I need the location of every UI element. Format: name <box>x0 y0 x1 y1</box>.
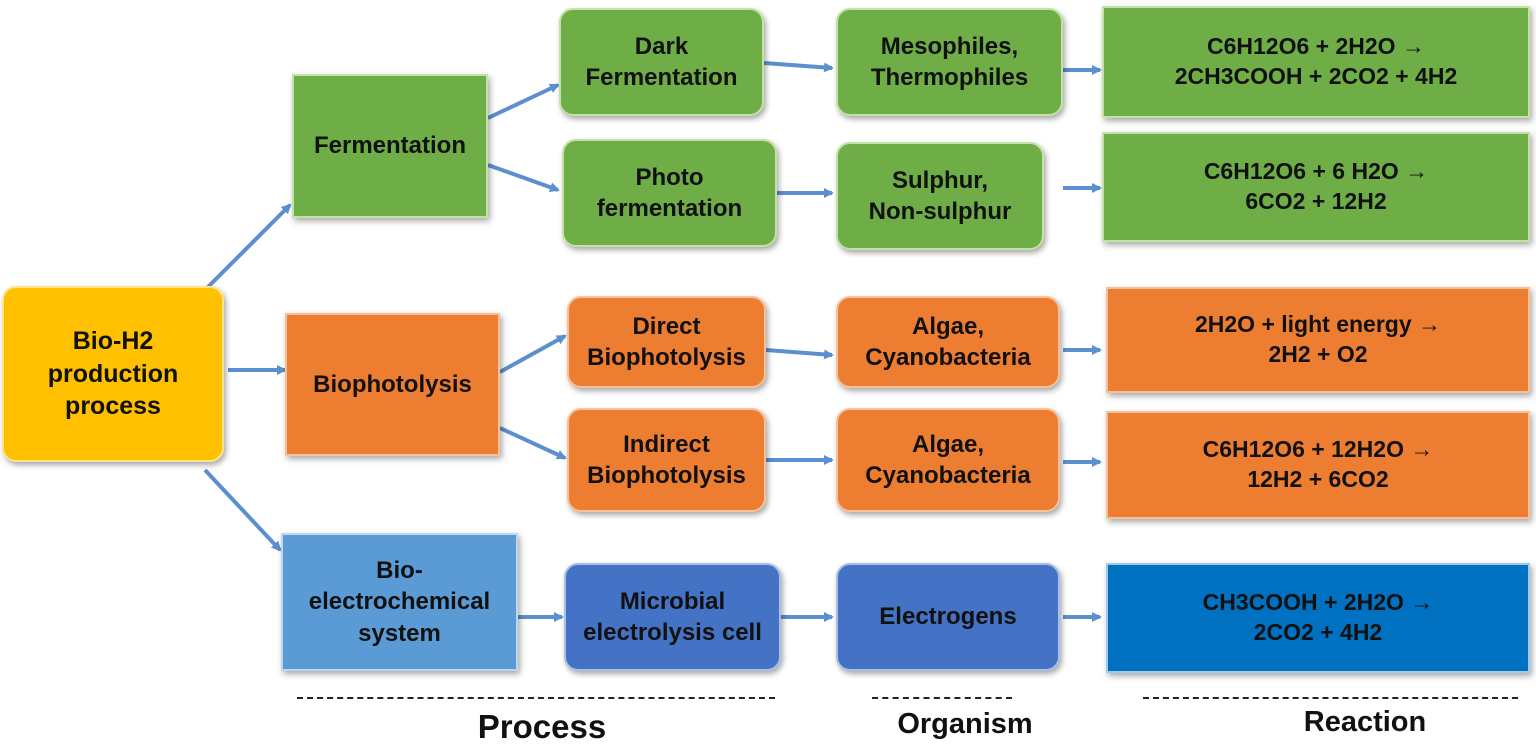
subprocess-dark-line1: Dark <box>634 32 689 60</box>
subprocess-mec-line1: Microbial <box>619 587 726 615</box>
reaction-dark-line2: 2CH3COOH + 2CO2 + 4H2 <box>1174 63 1458 89</box>
subprocess-indirect: Indirect Biophotolysis <box>567 408 766 512</box>
process-fermentation-label: Fermentation <box>313 132 466 160</box>
subprocess-photo-line2: fermentation <box>596 195 743 222</box>
process-bes-line1: Bio- <box>376 557 423 585</box>
reaction-photo: C6H12O6 + 6 H2O → 6CO2 + 12H2 <box>1102 132 1530 242</box>
organism-mec: Electrogens <box>836 563 1060 671</box>
organism-indirect-line1: Algae, <box>911 430 985 458</box>
process-biophotolysis: Biophotolysis <box>285 313 500 456</box>
root-line1: Bio-H2 <box>72 327 154 356</box>
arrow-root-bes <box>203 468 282 552</box>
organism-photo-line2: Non-sulphur <box>868 198 1012 225</box>
organism-photo: Sulphur, Non-sulphur <box>836 142 1044 250</box>
reaction-divider <box>1143 697 1518 699</box>
arrow-biophotolysis-indirect <box>499 426 567 460</box>
organism-divider <box>872 697 1012 699</box>
subprocess-direct-line2: Biophotolysis <box>587 344 746 371</box>
organism-indirect-line2: Cyanobacteria <box>865 462 1031 489</box>
root-node: Bio-H2 production process <box>2 286 224 462</box>
process-fermentation: Fermentation <box>292 74 488 218</box>
organism-dark-line2: Thermophiles <box>870 64 1029 91</box>
reaction-direct-line1: 2H2O + light energy → <box>1194 311 1442 338</box>
subprocess-direct-line1: Direct <box>632 312 701 340</box>
arrow-fermentation-dark <box>487 83 560 120</box>
footer-reaction-label: Reaction <box>1303 706 1427 738</box>
process-biophotolysis-label: Biophotolysis <box>313 370 472 398</box>
subprocess-mec-line2: electrolysis cell <box>583 619 762 646</box>
reaction-mec-line1: CH3COOH + 2H2O → <box>1202 589 1434 616</box>
process-bes: Bio- electrochemical system <box>281 533 518 671</box>
footer-organism-label: Organism <box>897 708 1033 740</box>
organism-indirect: Algae, Cyanobacteria <box>836 408 1060 512</box>
reaction-indirect-line2: 12H2 + 6CO2 <box>1247 466 1389 492</box>
subprocess-photo-line1: Photo <box>635 163 704 191</box>
arrow-direct-org <box>765 348 834 360</box>
arrow-root-fermentation <box>203 203 292 292</box>
reaction-indirect-line1: C6H12O6 + 12H2O → <box>1202 436 1434 463</box>
root-line2: production <box>47 359 179 388</box>
organism-direct: Algae, Cyanobacteria <box>836 296 1060 388</box>
reaction-mec-line2: 2CO2 + 4H2 <box>1253 619 1383 645</box>
process-bes-line3: system <box>358 619 441 647</box>
subprocess-photo: Photo fermentation <box>562 139 777 247</box>
subprocess-mec: Microbial electrolysis cell <box>564 563 781 671</box>
reaction-dark-line1: C6H12O6 + 2H2O → <box>1207 33 1425 60</box>
subprocess-dark: Dark Fermentation <box>559 8 764 116</box>
process-bes-line2: electrochemical <box>308 588 491 616</box>
organism-dark-line1: Mesophiles, <box>880 32 1019 60</box>
arrow-dark-org <box>763 61 834 73</box>
root-line3: process <box>65 392 161 421</box>
organism-direct-line2: Cyanobacteria <box>865 344 1031 371</box>
reaction-direct-line2: 2H2 + O2 <box>1268 341 1368 367</box>
organism-mec-line1: Electrogens <box>879 603 1017 631</box>
subprocess-dark-line2: Fermentation <box>585 64 738 91</box>
organism-direct-line1: Algae, <box>911 312 985 340</box>
arrow-fermentation-photo <box>487 163 560 193</box>
process-divider <box>297 697 775 699</box>
reaction-photo-line2: 6CO2 + 12H2 <box>1245 188 1387 214</box>
reaction-dark: C6H12O6 + 2H2O → 2CH3COOH + 2CO2 + 4H2 <box>1102 6 1530 118</box>
reaction-photo-line1: C6H12O6 + 6 H2O → <box>1203 158 1429 185</box>
subprocess-indirect-line2: Biophotolysis <box>587 462 746 489</box>
arrow-biophotolysis-direct <box>499 334 567 374</box>
organism-photo-line1: Sulphur, <box>891 166 988 194</box>
subprocess-direct: Direct Biophotolysis <box>567 296 766 388</box>
footer-process-label: Process <box>477 708 607 745</box>
subprocess-indirect-line1: Indirect <box>623 430 710 458</box>
reaction-direct: 2H2O + light energy → 2H2 + O2 <box>1106 287 1530 393</box>
reaction-mec: CH3COOH + 2H2O → 2CO2 + 4H2 <box>1106 563 1530 673</box>
reaction-indirect: C6H12O6 + 12H2O → 12H2 + 6CO2 <box>1106 411 1530 519</box>
organism-dark: Mesophiles, Thermophiles <box>836 8 1063 116</box>
